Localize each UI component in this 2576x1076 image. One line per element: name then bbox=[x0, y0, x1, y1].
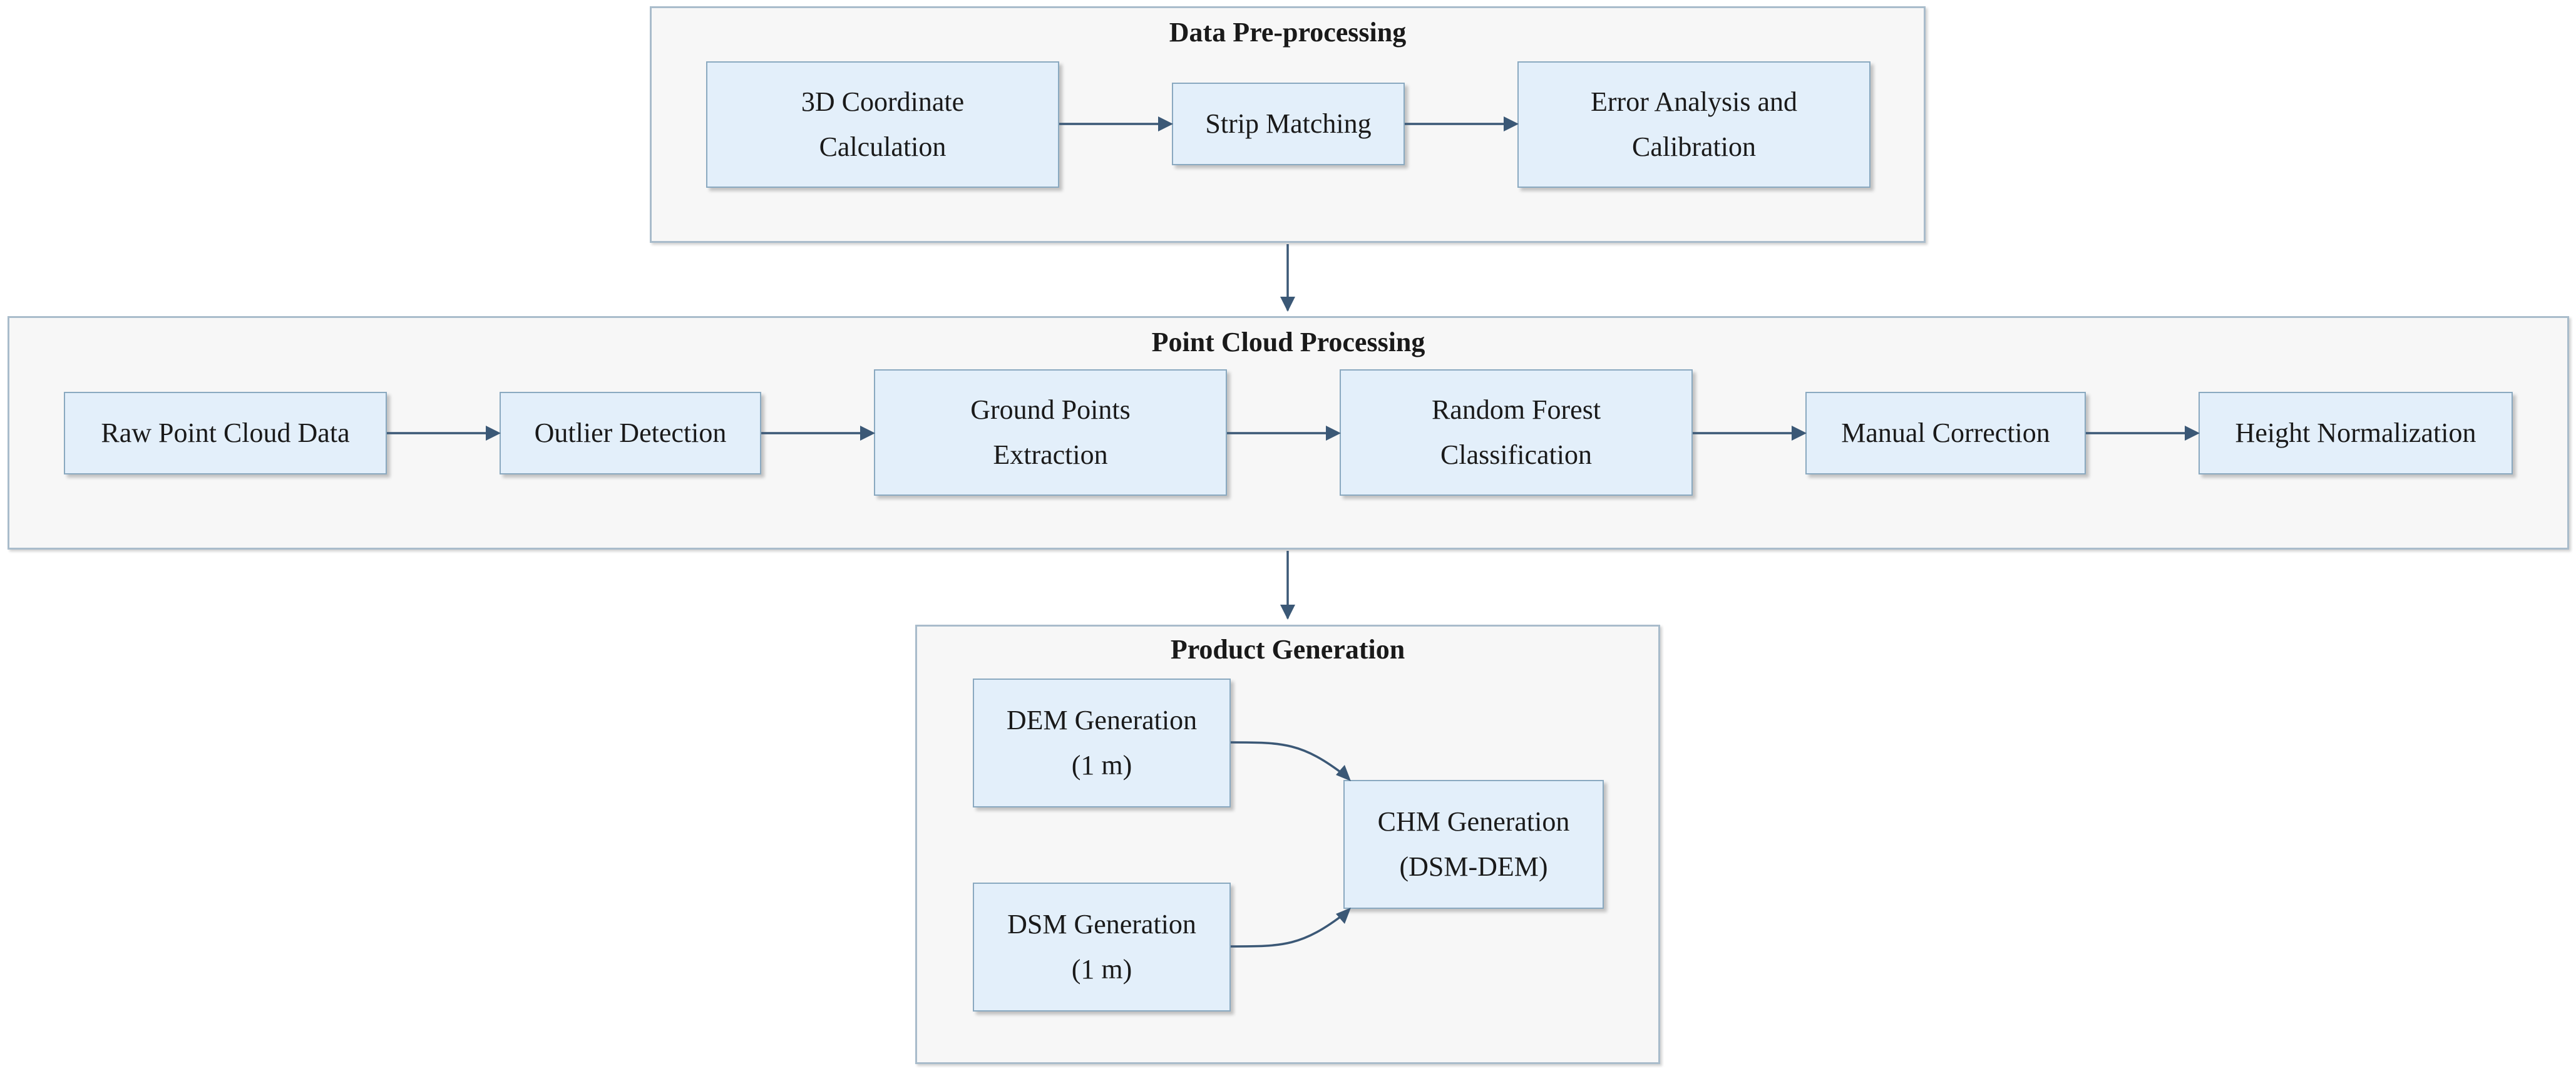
box-label-line: Error Analysis and bbox=[1591, 86, 1797, 117]
box-label-line: Strip Matching bbox=[1205, 108, 1372, 139]
box-label-line: (DSM-DEM) bbox=[1399, 851, 1548, 882]
panel-point-cloud-processing: Point Cloud Processing bbox=[8, 316, 2569, 550]
box-label-line: Random Forest bbox=[1431, 394, 1601, 425]
box-label-line: (1 m) bbox=[1071, 750, 1132, 781]
box-outlier-detection: Outlier Detection bbox=[500, 392, 761, 474]
arrowhead bbox=[1280, 297, 1295, 312]
box-raw-point-cloud-data: Raw Point Cloud Data bbox=[64, 392, 387, 474]
box-height-normalization: Height Normalization bbox=[2199, 392, 2513, 474]
box-label-line: 3D Coordinate bbox=[801, 86, 965, 117]
box-random-forest-classification: Random Forest Classification bbox=[1340, 369, 1693, 496]
box-label-line: Extraction bbox=[993, 439, 1108, 470]
panel-title-preprocessing: Data Pre-processing bbox=[1169, 17, 1407, 48]
panel-title-pointcloud: Point Cloud Processing bbox=[1151, 327, 1425, 357]
box-label-line: DEM Generation bbox=[1006, 705, 1198, 735]
panel-title-product: Product Generation bbox=[1170, 634, 1405, 665]
box-label-line: Calculation bbox=[819, 131, 947, 162]
box-dem-generation: DEM Generation (1 m) bbox=[973, 679, 1231, 807]
box-ground-points-extraction: Ground Points Extraction bbox=[874, 369, 1227, 496]
box-error-analysis-calibration: Error Analysis and Calibration bbox=[1517, 61, 1870, 188]
box-strip-matching: Strip Matching bbox=[1172, 83, 1405, 165]
box-label-line: Ground Points bbox=[970, 394, 1131, 425]
box-label-line: Calibration bbox=[1632, 131, 1756, 162]
box-chm-generation: CHM Generation (DSM-DEM) bbox=[1343, 780, 1604, 909]
box-label-line: Height Normalization bbox=[2235, 418, 2476, 448]
box-label-line: DSM Generation bbox=[1007, 909, 1196, 940]
box-label-line: Classification bbox=[1440, 439, 1592, 470]
box-label-line: Manual Correction bbox=[1841, 418, 2050, 448]
box-label-line: (1 m) bbox=[1071, 954, 1132, 985]
arrowhead bbox=[1280, 605, 1295, 620]
box-label-line: Raw Point Cloud Data bbox=[101, 418, 350, 448]
box-3d-coordinate-calculation: 3D Coordinate Calculation bbox=[706, 61, 1059, 188]
box-manual-correction: Manual Correction bbox=[1805, 392, 2086, 474]
box-label-line: Outlier Detection bbox=[534, 418, 727, 448]
box-label-line: CHM Generation bbox=[1377, 806, 1570, 837]
box-dsm-generation: DSM Generation (1 m) bbox=[973, 883, 1231, 1012]
